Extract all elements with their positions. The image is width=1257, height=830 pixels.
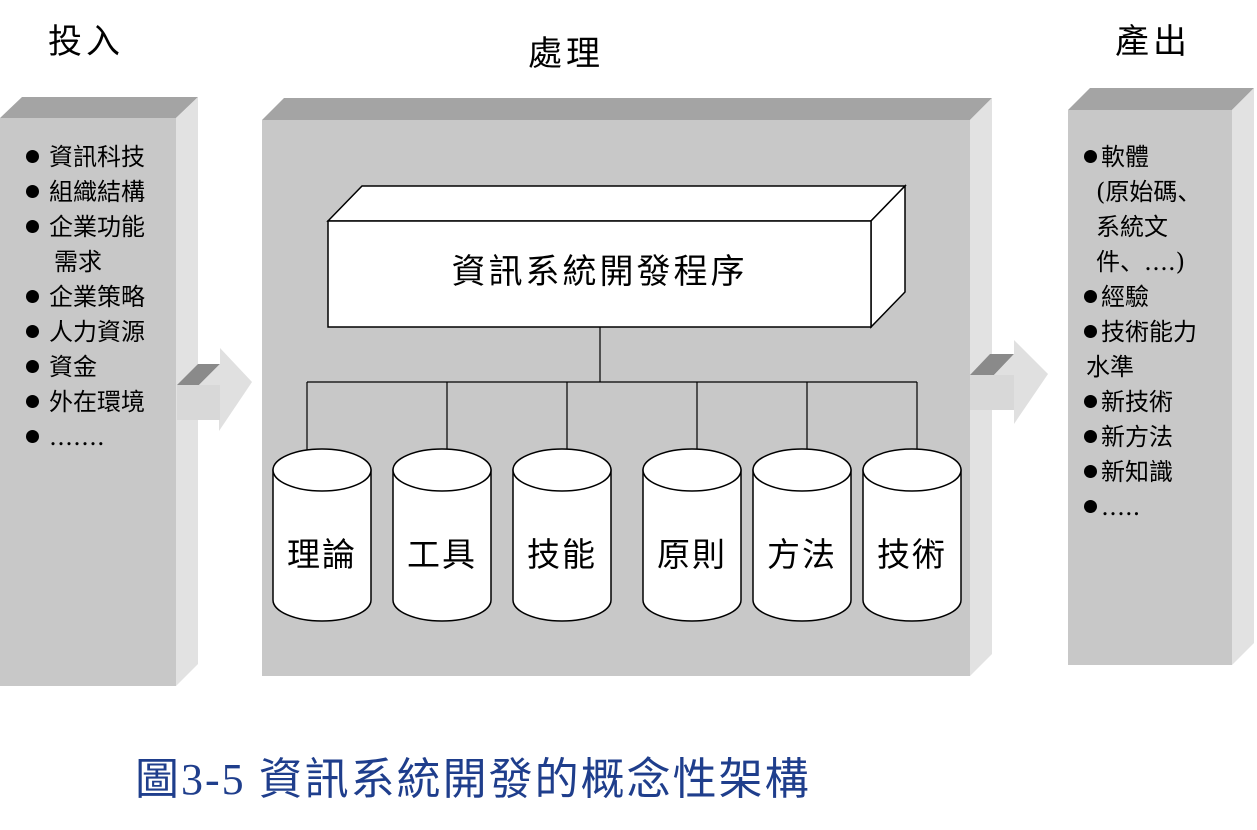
component-label: 技術	[877, 535, 947, 574]
list-item: 組織結構	[26, 175, 145, 210]
cylinder-3	[512, 448, 612, 622]
list-item: 新知識	[1084, 455, 1201, 490]
list-item-continuation: 水準	[1086, 353, 1134, 381]
bullet-icon	[26, 325, 39, 338]
bullet-icon	[1084, 150, 1097, 163]
input-arrow-icon	[177, 348, 252, 431]
bullet-icon	[26, 185, 39, 198]
component-label: 工具	[407, 535, 477, 574]
bullet-icon	[1084, 500, 1097, 513]
cylinder-1	[272, 448, 372, 622]
list-item: 企業策略	[26, 280, 145, 315]
bullet-icon	[26, 220, 39, 233]
cylinder-6	[862, 448, 962, 622]
output-panel	[1068, 88, 1254, 665]
output-arrow-icon	[970, 340, 1048, 424]
bullet-icon	[1084, 430, 1097, 443]
list-item: 經驗	[1084, 280, 1201, 315]
process-header: 處理	[528, 34, 604, 74]
list-item: 人力資源	[26, 315, 145, 350]
bullet-icon	[1084, 325, 1097, 338]
cylinder-2	[392, 448, 492, 622]
list-item-continuation: 系統文	[1096, 213, 1168, 241]
bullet-icon	[26, 290, 39, 303]
list-item: 資金	[26, 350, 145, 385]
output-header: 產出	[1115, 22, 1191, 62]
figure-caption: 圖3-5 資訊系統開發的概念性架構	[135, 755, 811, 804]
bullet-icon	[1084, 465, 1097, 478]
list-item-continuation: 件、….)	[1096, 248, 1185, 276]
list-item: 軟體	[1084, 140, 1201, 175]
component-label: 理論	[287, 535, 357, 574]
bullet-icon	[26, 395, 39, 408]
bullet-icon	[1084, 290, 1097, 303]
list-item: 外在環境	[26, 385, 145, 420]
list-item-continuation: 需求	[54, 248, 102, 276]
list-item: 技術能力	[1084, 315, 1201, 350]
list-item-continuation: (原始碼、	[1096, 178, 1202, 206]
component-label: 技能	[527, 535, 597, 574]
cylinder-4	[642, 448, 742, 622]
cylinder-5	[752, 448, 852, 622]
component-cylinders	[272, 448, 962, 622]
bullet-icon	[26, 150, 39, 163]
process-box	[326, 184, 907, 329]
bullet-icon	[1084, 395, 1097, 408]
connector-lines	[306, 327, 918, 457]
list-item: …..	[1084, 490, 1201, 525]
bullet-icon	[26, 360, 39, 373]
process-title: 資訊系統開發程序	[451, 252, 748, 292]
component-label: 方法	[767, 535, 837, 574]
list-item: 新方法	[1084, 420, 1201, 455]
list-item: 企業功能	[26, 210, 145, 245]
output-list: 軟體 (原始碼、 系統文 件、….) 經驗 技術能力 水準 新技術 新方法 新知…	[1084, 140, 1201, 525]
input-header: 投入	[48, 22, 124, 62]
input-list: 資訊科技 組織結構 企業功能 需求 企業策略 人力資源 資金 外在環境 …….	[26, 140, 145, 455]
component-label: 原則	[657, 535, 727, 574]
list-item: 資訊科技	[26, 140, 145, 175]
list-item: …….	[26, 420, 145, 455]
bullet-icon	[26, 430, 39, 443]
list-item: 新技術	[1084, 385, 1201, 420]
